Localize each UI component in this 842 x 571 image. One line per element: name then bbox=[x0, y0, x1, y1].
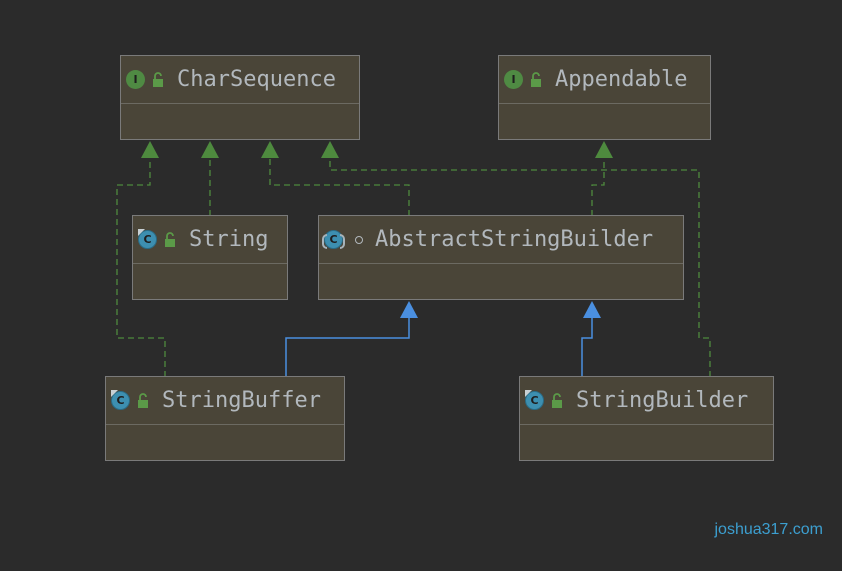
final-class-icon: C bbox=[111, 391, 130, 410]
class-name: String bbox=[189, 227, 269, 252]
arrowhead-charsequence-2 bbox=[201, 141, 219, 158]
class-node-abstractstringbuilder[interactable]: C AbstractStringBuilder bbox=[318, 215, 684, 300]
arrowhead-appendable bbox=[595, 141, 613, 158]
class-node-stringbuffer[interactable]: C StringBuffer bbox=[105, 376, 345, 461]
abstract-class-icon: C bbox=[322, 230, 345, 249]
edge-stringbuilder-implements-charsequence bbox=[329, 158, 711, 377]
public-lock-icon bbox=[165, 231, 175, 247]
edge-abstractstringbuilder-implements-appendable bbox=[591, 158, 605, 216]
package-private-icon bbox=[355, 235, 363, 244]
public-lock-icon bbox=[153, 71, 163, 87]
arrowhead-abstractstringbuilder-2 bbox=[583, 301, 601, 318]
class-name: CharSequence bbox=[177, 67, 336, 92]
class-node-appendable[interactable]: I Appendable bbox=[498, 55, 711, 140]
class-node-stringbuilder[interactable]: C StringBuilder bbox=[519, 376, 774, 461]
final-class-icon: C bbox=[138, 230, 157, 249]
class-node-string[interactable]: C String bbox=[132, 215, 288, 300]
class-name: StringBuilder bbox=[576, 388, 749, 413]
interface-icon: I bbox=[126, 70, 145, 89]
edge-abstractstringbuilder-implements-charsequence bbox=[269, 158, 410, 216]
arrowhead-charsequence-4 bbox=[321, 141, 339, 158]
public-lock-icon bbox=[531, 71, 541, 87]
class-node-charsequence[interactable]: I CharSequence bbox=[120, 55, 360, 140]
arrowhead-charsequence-1 bbox=[141, 141, 159, 158]
edge-stringbuffer-extends-abstractstringbuilder bbox=[285, 318, 410, 377]
class-name: Appendable bbox=[555, 67, 688, 92]
interface-icon: I bbox=[504, 70, 523, 89]
class-name: AbstractStringBuilder bbox=[375, 227, 654, 252]
edge-stringbuffer-implements-charsequence bbox=[116, 158, 166, 377]
arrowhead-charsequence-3 bbox=[261, 141, 279, 158]
class-name: StringBuffer bbox=[162, 388, 321, 413]
final-class-icon: C bbox=[525, 391, 544, 410]
arrowhead-abstractstringbuilder-1 bbox=[400, 301, 418, 318]
public-lock-icon bbox=[552, 392, 562, 408]
edge-stringbuilder-extends-abstractstringbuilder bbox=[581, 318, 593, 377]
public-lock-icon bbox=[138, 392, 148, 408]
watermark-text: joshua317.com bbox=[714, 521, 823, 538]
